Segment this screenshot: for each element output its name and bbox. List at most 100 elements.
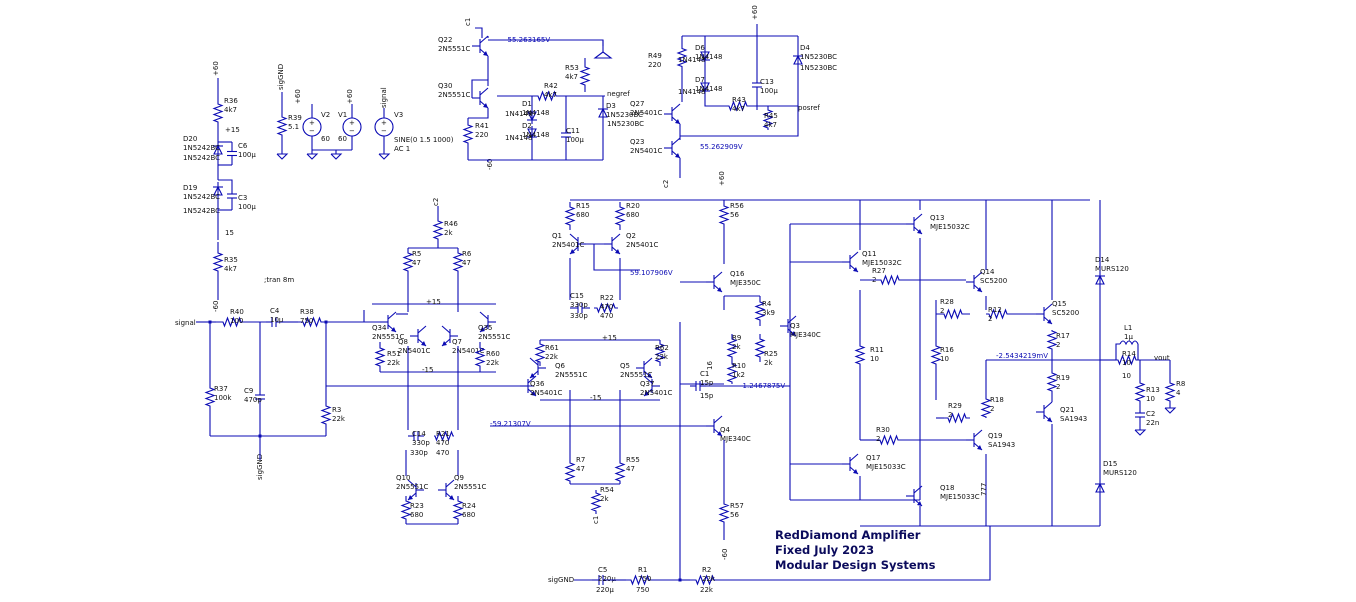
ref-Q6: Q6 [555, 362, 566, 370]
value-V1: 60 [338, 135, 347, 143]
diode-D1 [527, 111, 537, 122]
resistor-R20 [614, 202, 626, 230]
value-Q34: 2N5551C [372, 333, 405, 341]
resistor-R51 [374, 342, 386, 372]
resistor-R8 [1164, 380, 1176, 404]
ref-R36: R36 [224, 97, 238, 105]
ref-R39: R39 [288, 114, 302, 122]
net-V3-top: signal [380, 87, 388, 108]
value-D2b: 1N4148 [505, 134, 533, 142]
title-block: RedDiamond Amplifier Fixed July 2023 Mod… [775, 528, 935, 573]
wire [562, 95, 567, 110]
value-C13: 100µ [760, 87, 778, 95]
ref-D20: D20 [183, 135, 197, 143]
value-Q15: SC5200 [1052, 309, 1079, 317]
ref-Q23: Q23 [630, 138, 644, 146]
ref-L1: L1 [1124, 324, 1132, 332]
value-V3-ac: AC 1 [394, 145, 410, 153]
ref-R18: R18 [990, 396, 1004, 404]
ref-Q27: Q27 [630, 100, 644, 108]
ref-R22: R22 [600, 294, 614, 302]
value-R10: 1k2 [732, 371, 745, 379]
ref-R4: R4 [762, 300, 772, 308]
wire [468, 108, 489, 119]
ground-symbol [1164, 407, 1177, 414]
value-C6: 100µ [238, 151, 256, 159]
value-R1b: 750 [636, 586, 649, 594]
ref-R42: R42 [544, 82, 558, 90]
diode-D7 [700, 82, 710, 93]
resistor-R2 [690, 574, 720, 586]
value-Q6: 2N5551C [555, 371, 588, 379]
diode-D6 [700, 51, 710, 62]
resistor-R24 [452, 496, 464, 524]
ref-R40: R40 [230, 308, 244, 316]
ref-Q2: Q2 [626, 232, 636, 240]
net-n2: 55.262909V [700, 143, 743, 151]
net-plus15-b: +15 [426, 298, 441, 306]
net-minus60-b: -60 [486, 159, 494, 170]
wire [1115, 343, 1120, 360]
net-sigGND-mid: sigGND [256, 454, 264, 480]
net-q16: 16 [706, 361, 714, 370]
value-R45: 4k7 [764, 121, 777, 129]
ref-R20: R20 [626, 202, 640, 210]
value-R15: 680 [576, 211, 589, 219]
value-R38: 750 [300, 317, 313, 325]
value-C1b: 15p [700, 392, 714, 400]
resistor-R55 [614, 460, 626, 484]
minus-sign: − [349, 127, 355, 135]
value-R22: 470 [600, 303, 613, 311]
wire [363, 310, 380, 323]
value-R19: 2 [1056, 383, 1060, 391]
ref-R43: R43 [732, 96, 746, 104]
resistor-R57 [718, 500, 730, 526]
minus-sign: − [381, 127, 387, 135]
ref-Q35: Q35 [478, 324, 492, 332]
ref-R27: R27 [872, 267, 886, 275]
resistor-R46 [432, 218, 444, 242]
plus-sign: + [381, 119, 387, 127]
ref-R6: R6 [462, 250, 472, 258]
value-R20: 680 [626, 211, 639, 219]
value-R22b: 470 [600, 312, 613, 320]
ref-R9: R9 [732, 334, 741, 342]
resistor-R61 [534, 340, 546, 366]
ref-R1: R1 [638, 566, 647, 574]
value-R2: 22k [702, 575, 716, 583]
wire [218, 179, 233, 182]
resistor-R43 [728, 100, 748, 112]
resistor-R27 [880, 274, 900, 286]
value-V2: 60 [321, 135, 330, 143]
value-Q13: MJE15032C [930, 223, 970, 231]
ref-Q4: Q4 [720, 426, 731, 434]
value-R56: 56 [730, 211, 739, 219]
net-c1-b: c1 [592, 516, 600, 524]
ref-Q19: Q19 [988, 432, 1002, 440]
wire [593, 51, 613, 59]
ref-V2: V2 [321, 111, 330, 119]
value-R43: 4k7 [732, 105, 745, 113]
value-Q11: MJE15032C [862, 259, 902, 267]
net-minus15: -15 [422, 366, 433, 374]
resistor-R19 [1046, 370, 1058, 394]
value-R36: 4k7 [224, 106, 237, 114]
resistor-R37 [204, 384, 216, 410]
ref-Q30: Q30 [438, 82, 452, 90]
value-D1b: 1N4148 [505, 110, 533, 118]
ref-Q15: Q15 [1052, 300, 1066, 308]
ref-R3: R3 [332, 406, 341, 414]
value-R18: 2 [990, 405, 994, 413]
ref-Q11: Q11 [862, 250, 876, 258]
value-D2: 1N4148 [522, 131, 550, 139]
ref-Q8: Q8 [398, 338, 408, 346]
value-R41: 220 [475, 131, 488, 139]
value-Q36: 2N5401C [530, 389, 563, 397]
value-Q7: 2N5401C [452, 347, 485, 355]
ref-R45: R45 [764, 112, 778, 120]
ref-R60: R60 [486, 350, 500, 358]
value-R23: 680 [410, 511, 423, 519]
resistor-R15 [564, 202, 576, 230]
value-R16: 10 [940, 355, 949, 363]
